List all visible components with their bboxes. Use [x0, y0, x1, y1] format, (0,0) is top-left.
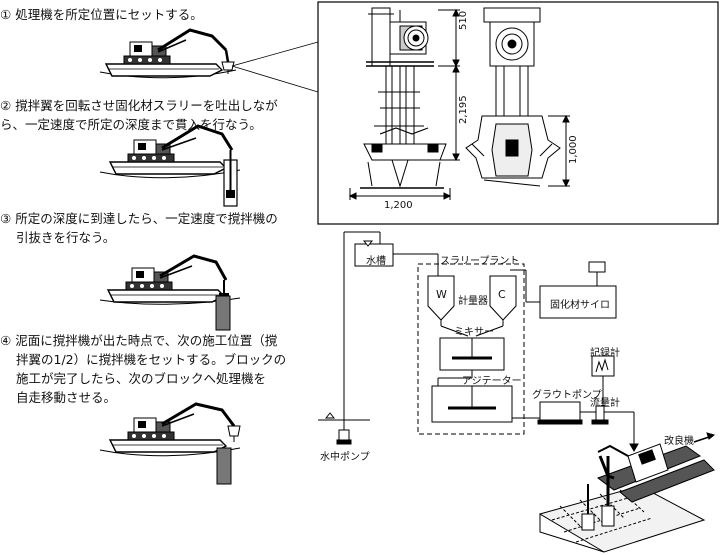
step-2-machine-figure	[99, 124, 241, 207]
dimension-1000: 1,000	[568, 135, 579, 164]
recorder-label: 記録計	[590, 348, 620, 359]
slurry-plant-label: スラリープラント	[440, 256, 520, 267]
silo-label: 固化材サイロ	[550, 300, 610, 311]
slurry-plant-frame	[417, 263, 525, 435]
step-4-number: ④	[0, 333, 12, 348]
step-1-line-1: 処理機を所定位置にセットする。	[15, 7, 203, 22]
step-4-line-2: 拌翼の1/2）に撹拌機をセットする。ブロックの	[16, 352, 287, 367]
step-1-machine-figure	[99, 28, 319, 93]
water-tank-box	[354, 243, 394, 267]
flowmeter-label: 流量計	[590, 398, 620, 409]
agitator-label: アジテーター	[462, 376, 522, 387]
silo-box	[539, 285, 617, 319]
dimension-510: 510	[458, 10, 469, 30]
step-3-line-1: 所定の深度に到達したら、一定速度で撹拌機の	[15, 211, 278, 226]
mixer-label: ミキサー	[454, 327, 494, 338]
step-3-text: ③ 所定の深度に到達したら、一定速度で撹拌機の 引抜きを行なう。	[0, 209, 278, 247]
improver-machine-scene	[538, 432, 716, 553]
step-4-line-3: 施工が完了したら、次のブロックへ処理機を	[16, 371, 267, 386]
improver-label: 改良機	[664, 436, 694, 447]
water-tank-label: 水槽	[366, 256, 386, 267]
plant-system	[318, 231, 639, 453]
submersible-pump-label: 水中ポンプ	[320, 452, 370, 463]
step-3-number: ③	[0, 211, 12, 226]
step-3-machine-figure	[99, 254, 241, 331]
metering-label: 計量器	[458, 296, 488, 307]
step-4-text: ④ 泥面に撹拌機が出た時点で、次の施工位置（撹 拌翼の1/2）に撹拌機をセットす…	[0, 331, 286, 407]
step-4-machine-figure	[99, 402, 241, 485]
grout-pump-label: グラウトポンプ	[532, 390, 602, 401]
step-4-line-4: 自走移動させる。	[16, 390, 117, 405]
dimension-2195: 2,195	[458, 95, 469, 124]
step-2-line-1: 撹拌翼を回転させ固化材スラリーを吐出しなが	[15, 98, 278, 113]
step-1-number: ①	[0, 7, 12, 22]
hopper-w-label: W	[436, 288, 447, 301]
dimension-1200: 1,200	[384, 200, 413, 211]
mixer-side-view	[465, 7, 570, 188]
hopper-c-label: C	[498, 288, 506, 301]
step-3-line-2: 引抜きを行なう。	[16, 230, 116, 245]
step-1-text: ① 処理機を所定位置にセットする。	[0, 5, 203, 24]
step-2-number: ②	[0, 98, 12, 113]
mixer-front-view	[348, 7, 460, 200]
step-4-line-1: 泥面に撹拌機が出た時点で、次の施工位置（撹	[15, 333, 278, 348]
